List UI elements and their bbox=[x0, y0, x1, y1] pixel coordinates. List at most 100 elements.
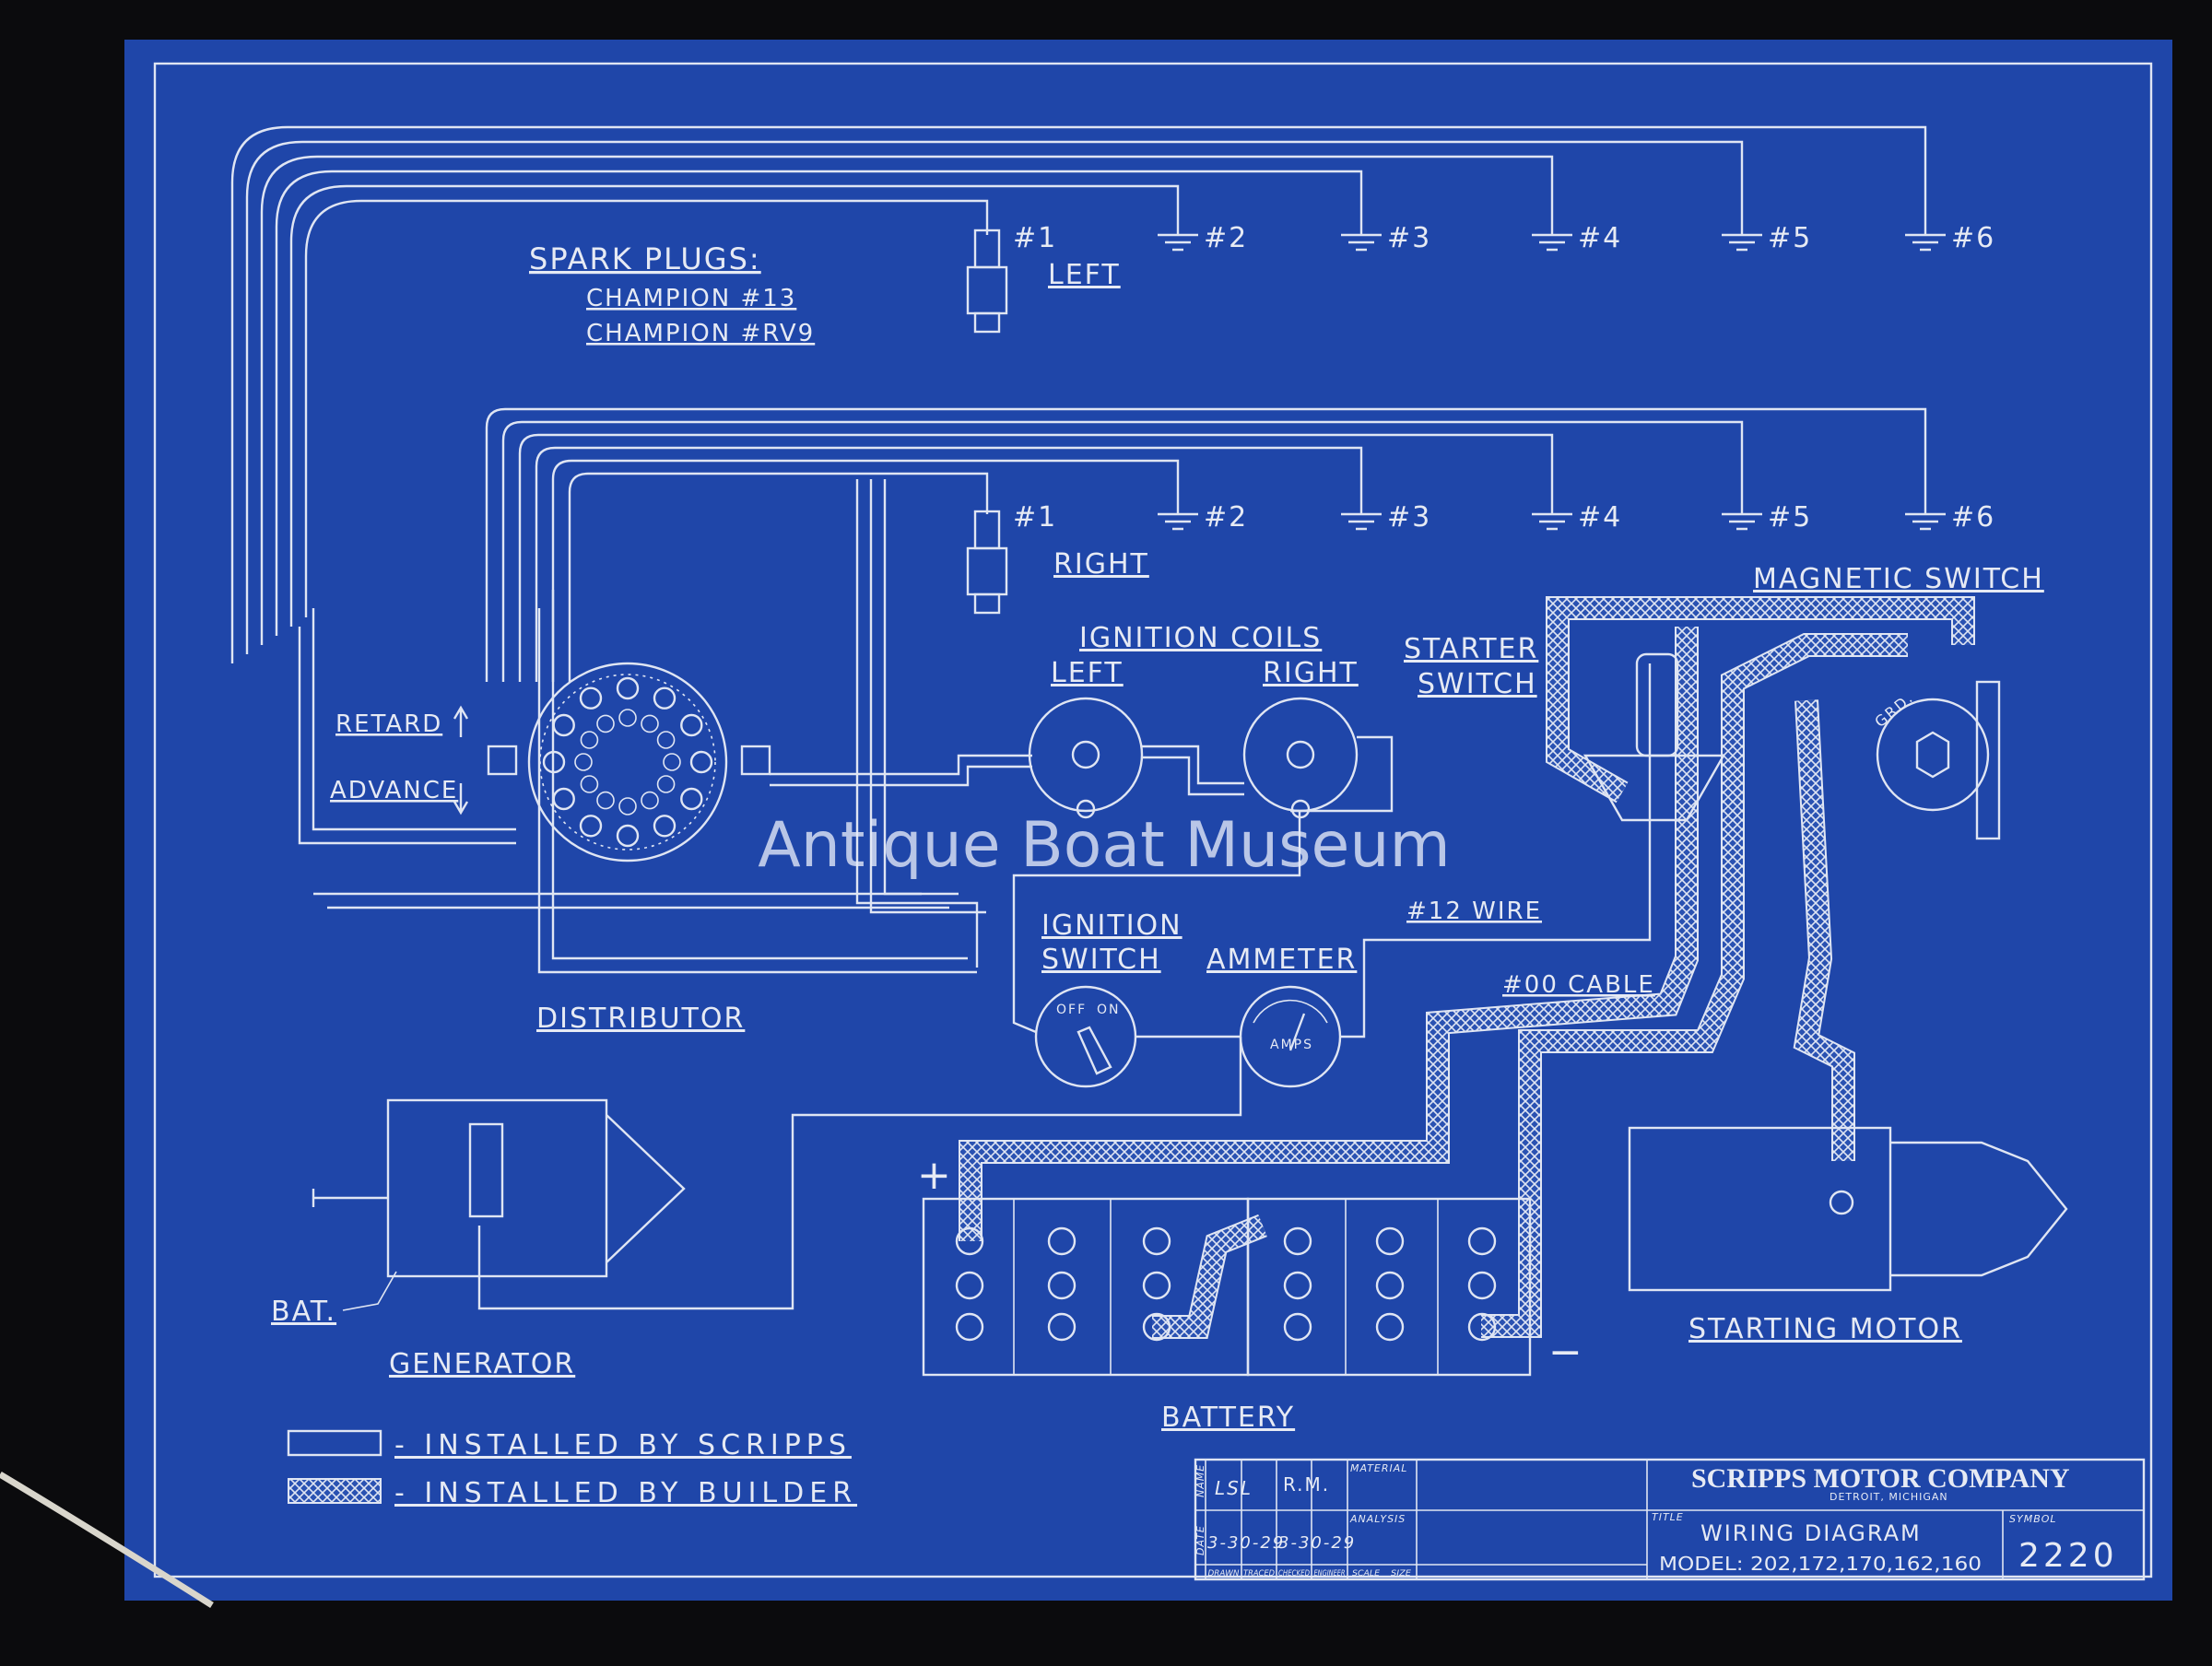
spark-plugs-heading: SPARK PLUGS: bbox=[529, 241, 761, 276]
title-block-column-label: SCALE bbox=[1352, 1569, 1380, 1578]
battery-cell-terminal bbox=[1467, 1271, 1497, 1300]
title-block-column-label: CHECKED bbox=[1278, 1569, 1310, 1578]
spark-plug-wire bbox=[485, 407, 1927, 682]
distributor-contact bbox=[663, 753, 681, 771]
material-label: MATERIAL bbox=[1350, 1462, 1407, 1474]
battery-cell-terminal bbox=[1283, 1271, 1312, 1300]
distributor-terminal bbox=[680, 713, 703, 737]
drawing-symbol-number: 2220 bbox=[2018, 1537, 2118, 1575]
drawn-by-name: LSL bbox=[1215, 1477, 1253, 1499]
wire-12-label: #12 WIRE bbox=[1406, 898, 1542, 925]
distributor-terminal bbox=[579, 686, 603, 710]
plug-number-label: #4 bbox=[1578, 222, 1622, 254]
ground-icon bbox=[1158, 233, 1198, 252]
spark-plug-wire bbox=[230, 125, 1927, 663]
checked-by-name: R.M. bbox=[1283, 1473, 1330, 1496]
battery-label: BATTERY bbox=[1161, 1402, 1295, 1434]
ground-icon bbox=[1532, 233, 1572, 252]
spark-plug-wire bbox=[304, 199, 989, 617]
spark-plug-wire bbox=[245, 140, 1744, 654]
ground-icon bbox=[1341, 233, 1382, 252]
title-field-label: TITLE bbox=[1652, 1511, 1684, 1523]
ground-icon bbox=[1158, 512, 1198, 531]
ammeter-label: AMMETER bbox=[1206, 944, 1357, 976]
ground-icon bbox=[1722, 233, 1762, 252]
starter-switch-label-1: STARTER bbox=[1404, 633, 1538, 665]
legend-scripps-label: - INSTALLED BY SCRIPPS bbox=[394, 1429, 852, 1461]
ignition-coil-left bbox=[1028, 697, 1144, 819]
battery-cell-terminal bbox=[1142, 1271, 1171, 1300]
company-name: SCRIPPS MOTOR COMPANY bbox=[1691, 1463, 2070, 1494]
spark-plug-wire bbox=[535, 446, 1363, 682]
plug-number-label: #3 bbox=[1387, 222, 1431, 254]
plug-number-label: #5 bbox=[1768, 222, 1812, 254]
coil-right-label: RIGHT bbox=[1263, 657, 1359, 689]
spark-plug-wire bbox=[568, 472, 989, 682]
legend-hatched-swatch bbox=[288, 1478, 382, 1504]
drawing-models: MODEL: 202,172,170,162,160 bbox=[1659, 1553, 1982, 1575]
plug-number-label: #1 bbox=[1013, 501, 1057, 534]
distributor-terminal bbox=[680, 787, 703, 811]
retard-arrow-icon bbox=[453, 705, 469, 737]
legend-plain-swatch bbox=[287, 1429, 382, 1457]
museum-watermark: Antique Boat Museum bbox=[758, 809, 1450, 882]
left-spark-plug-icon bbox=[966, 229, 1008, 334]
battery-cell-terminal bbox=[1375, 1312, 1405, 1342]
checked-date: 3-30-29 bbox=[1278, 1533, 1356, 1553]
name-row-label: NAME bbox=[1194, 1464, 1206, 1497]
generator bbox=[312, 1098, 686, 1278]
right-spark-plug-icon bbox=[966, 510, 1008, 615]
blueprint-sheet bbox=[124, 40, 2172, 1601]
distributor-terminal bbox=[616, 824, 640, 848]
battery-cell-terminal bbox=[1047, 1271, 1077, 1300]
spark-plug-wire-bundles bbox=[230, 125, 1927, 682]
distributor-terminal bbox=[616, 676, 640, 700]
battery-cell-terminal bbox=[1047, 1312, 1077, 1342]
battery-cell-terminal bbox=[1142, 1312, 1171, 1342]
ground-icon bbox=[1341, 512, 1382, 531]
distributor-contact bbox=[596, 714, 615, 733]
battery-cell-terminal bbox=[1047, 1226, 1077, 1256]
generator-label: GENERATOR bbox=[389, 1348, 575, 1380]
bat-label: BAT. bbox=[271, 1296, 336, 1328]
battery-cell-terminal bbox=[955, 1226, 984, 1256]
analysis-label: ANALYSIS bbox=[1349, 1513, 1406, 1525]
distributor-contact bbox=[596, 791, 615, 810]
amps-label: AMPS bbox=[1270, 1038, 1313, 1052]
plug-number-label: #3 bbox=[1387, 501, 1431, 534]
symbol-field-label: SYMBOL bbox=[2009, 1513, 2057, 1525]
ignition-coils-label: IGNITION COILS bbox=[1079, 622, 1322, 654]
spark-plug-wire bbox=[551, 459, 1180, 682]
battery-negative-label: − bbox=[1548, 1329, 1584, 1376]
spark-plug-wire bbox=[289, 184, 1180, 627]
title-block: NAME DATE LSL R.M. 3-30-29 3-30-29 MATER… bbox=[1194, 1458, 2146, 1581]
distributor-terminal bbox=[579, 815, 603, 838]
coil-left-label: LEFT bbox=[1051, 657, 1124, 689]
battery-cell-terminal bbox=[1375, 1271, 1405, 1300]
title-block-column-label: TRACED bbox=[1243, 1569, 1275, 1578]
plug-number-label: #1 bbox=[1013, 222, 1057, 254]
ignition-coil-right bbox=[1242, 697, 1359, 819]
battery-cell-terminal bbox=[1375, 1226, 1405, 1256]
distributor bbox=[487, 662, 771, 862]
spark-plug-wire bbox=[260, 155, 1554, 645]
ground-icon bbox=[1905, 512, 1946, 531]
starter-switch[interactable] bbox=[1583, 652, 1726, 822]
starting-motor bbox=[1628, 1126, 2068, 1292]
switch-off-label: OFF bbox=[1056, 1003, 1087, 1017]
ignition-wiring bbox=[298, 479, 1652, 1038]
distributor-contact bbox=[618, 709, 637, 727]
spark-plug-type-1: CHAMPION #13 bbox=[586, 285, 796, 312]
distributor-contact bbox=[656, 775, 676, 793]
battery-cell-terminal bbox=[1467, 1226, 1497, 1256]
distributor-terminal bbox=[689, 750, 713, 774]
distributor-contact bbox=[580, 731, 599, 749]
battery-cell-terminal bbox=[955, 1312, 984, 1342]
battery-cell-terminal bbox=[1283, 1312, 1312, 1342]
battery-cell-terminal bbox=[1142, 1226, 1171, 1256]
ignition-switch[interactable]: OFF ON bbox=[1034, 985, 1137, 1088]
ground-icon bbox=[1532, 512, 1572, 531]
magnetic-switch-label: MAGNETIC SWITCH bbox=[1753, 563, 2044, 595]
switch-on-label: ON bbox=[1097, 1003, 1121, 1017]
